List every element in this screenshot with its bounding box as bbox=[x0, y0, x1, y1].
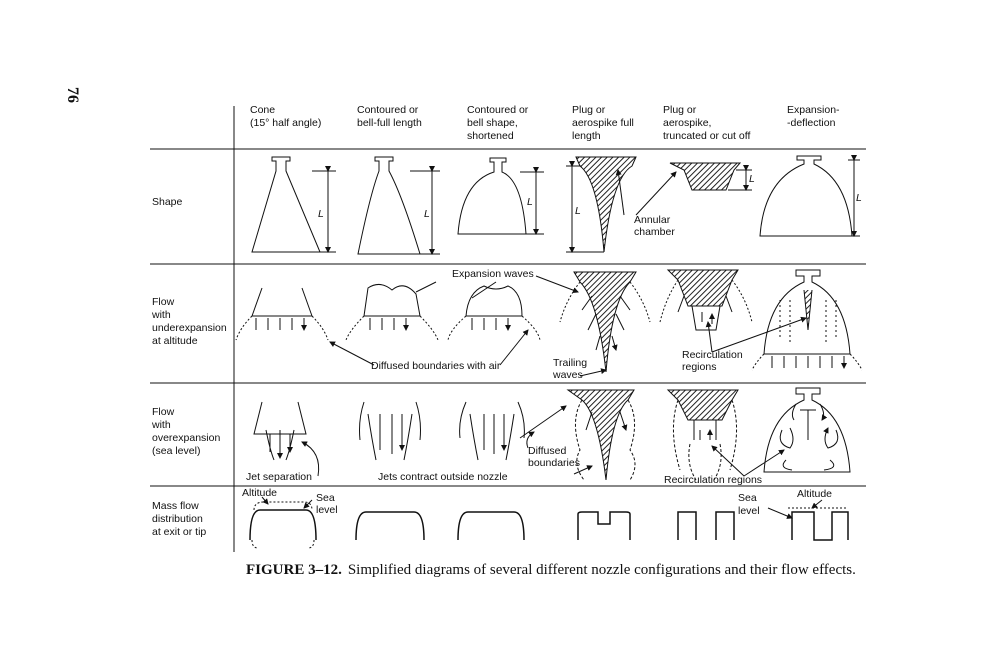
length-label: L bbox=[749, 173, 755, 185]
length-label: L bbox=[424, 208, 430, 220]
figure-caption-text: Simplified diagrams of several different… bbox=[347, 562, 856, 578]
length-label: L bbox=[527, 196, 533, 208]
length-label: L bbox=[318, 208, 324, 220]
bell-shortened-nozzle-shape bbox=[457, 157, 544, 235]
jet-separation-label: Jet separation bbox=[246, 471, 312, 483]
expansion-deflection-shape bbox=[759, 155, 860, 237]
cone-nozzle-shape bbox=[251, 156, 336, 253]
cone-underexpansion bbox=[235, 287, 329, 341]
bell-shortened-underexpansion bbox=[447, 285, 541, 341]
length-label: L bbox=[575, 205, 581, 217]
mass-flow-bell-full bbox=[355, 511, 425, 541]
expansion-waves-label: Expansion waves bbox=[452, 268, 534, 280]
mass-flow-aerospike-full bbox=[577, 511, 631, 540]
sea-label: Sea bbox=[738, 492, 757, 504]
expansion-deflection-underexpansion bbox=[751, 269, 863, 370]
mass-flow-bell-shortened bbox=[457, 511, 525, 541]
figure-caption: FIGURE 3–12. Simplified diagrams of sever… bbox=[246, 562, 856, 579]
diffused-boundaries-air-label: Diffused boundaries with air bbox=[371, 360, 501, 372]
cone-overexpansion bbox=[253, 401, 320, 477]
length-label: L bbox=[856, 192, 862, 204]
bell-shortened-overexpansion bbox=[459, 401, 535, 461]
aerospike-truncated-underexpansion bbox=[659, 269, 753, 331]
altitude-label: Altitude bbox=[797, 488, 833, 500]
altitude-label: Altitude bbox=[242, 487, 278, 499]
aerospike-full-overexpansion bbox=[566, 389, 636, 481]
level-label: level bbox=[738, 505, 760, 517]
bell-full-nozzle-shape bbox=[357, 156, 440, 255]
mass-flow-expansion-deflection bbox=[767, 499, 849, 541]
expansion-deflection-overexpansion bbox=[763, 387, 851, 473]
aerospike-truncated-overexpansion bbox=[666, 389, 739, 481]
aerospike-full-shape bbox=[566, 156, 637, 253]
jets-contract-label: Jets contract outside nozzle bbox=[378, 471, 508, 483]
bell-full-underexpansion bbox=[345, 284, 439, 341]
aerospike-truncated-shape bbox=[635, 162, 752, 216]
row-label-shape: Shape bbox=[152, 196, 183, 208]
column-header-cone: Cone(15° half angle) bbox=[250, 104, 322, 129]
mass-flow-aerospike-truncated bbox=[677, 511, 735, 540]
figure-label: FIGURE 3–12. bbox=[246, 562, 342, 578]
column-header-expansion-deflection: Expansion--deflection bbox=[787, 104, 840, 129]
mass-flow-cone bbox=[249, 496, 317, 549]
bell-full-overexpansion bbox=[359, 401, 421, 461]
recirculation-regions-label: Recirculation regions bbox=[664, 474, 763, 486]
